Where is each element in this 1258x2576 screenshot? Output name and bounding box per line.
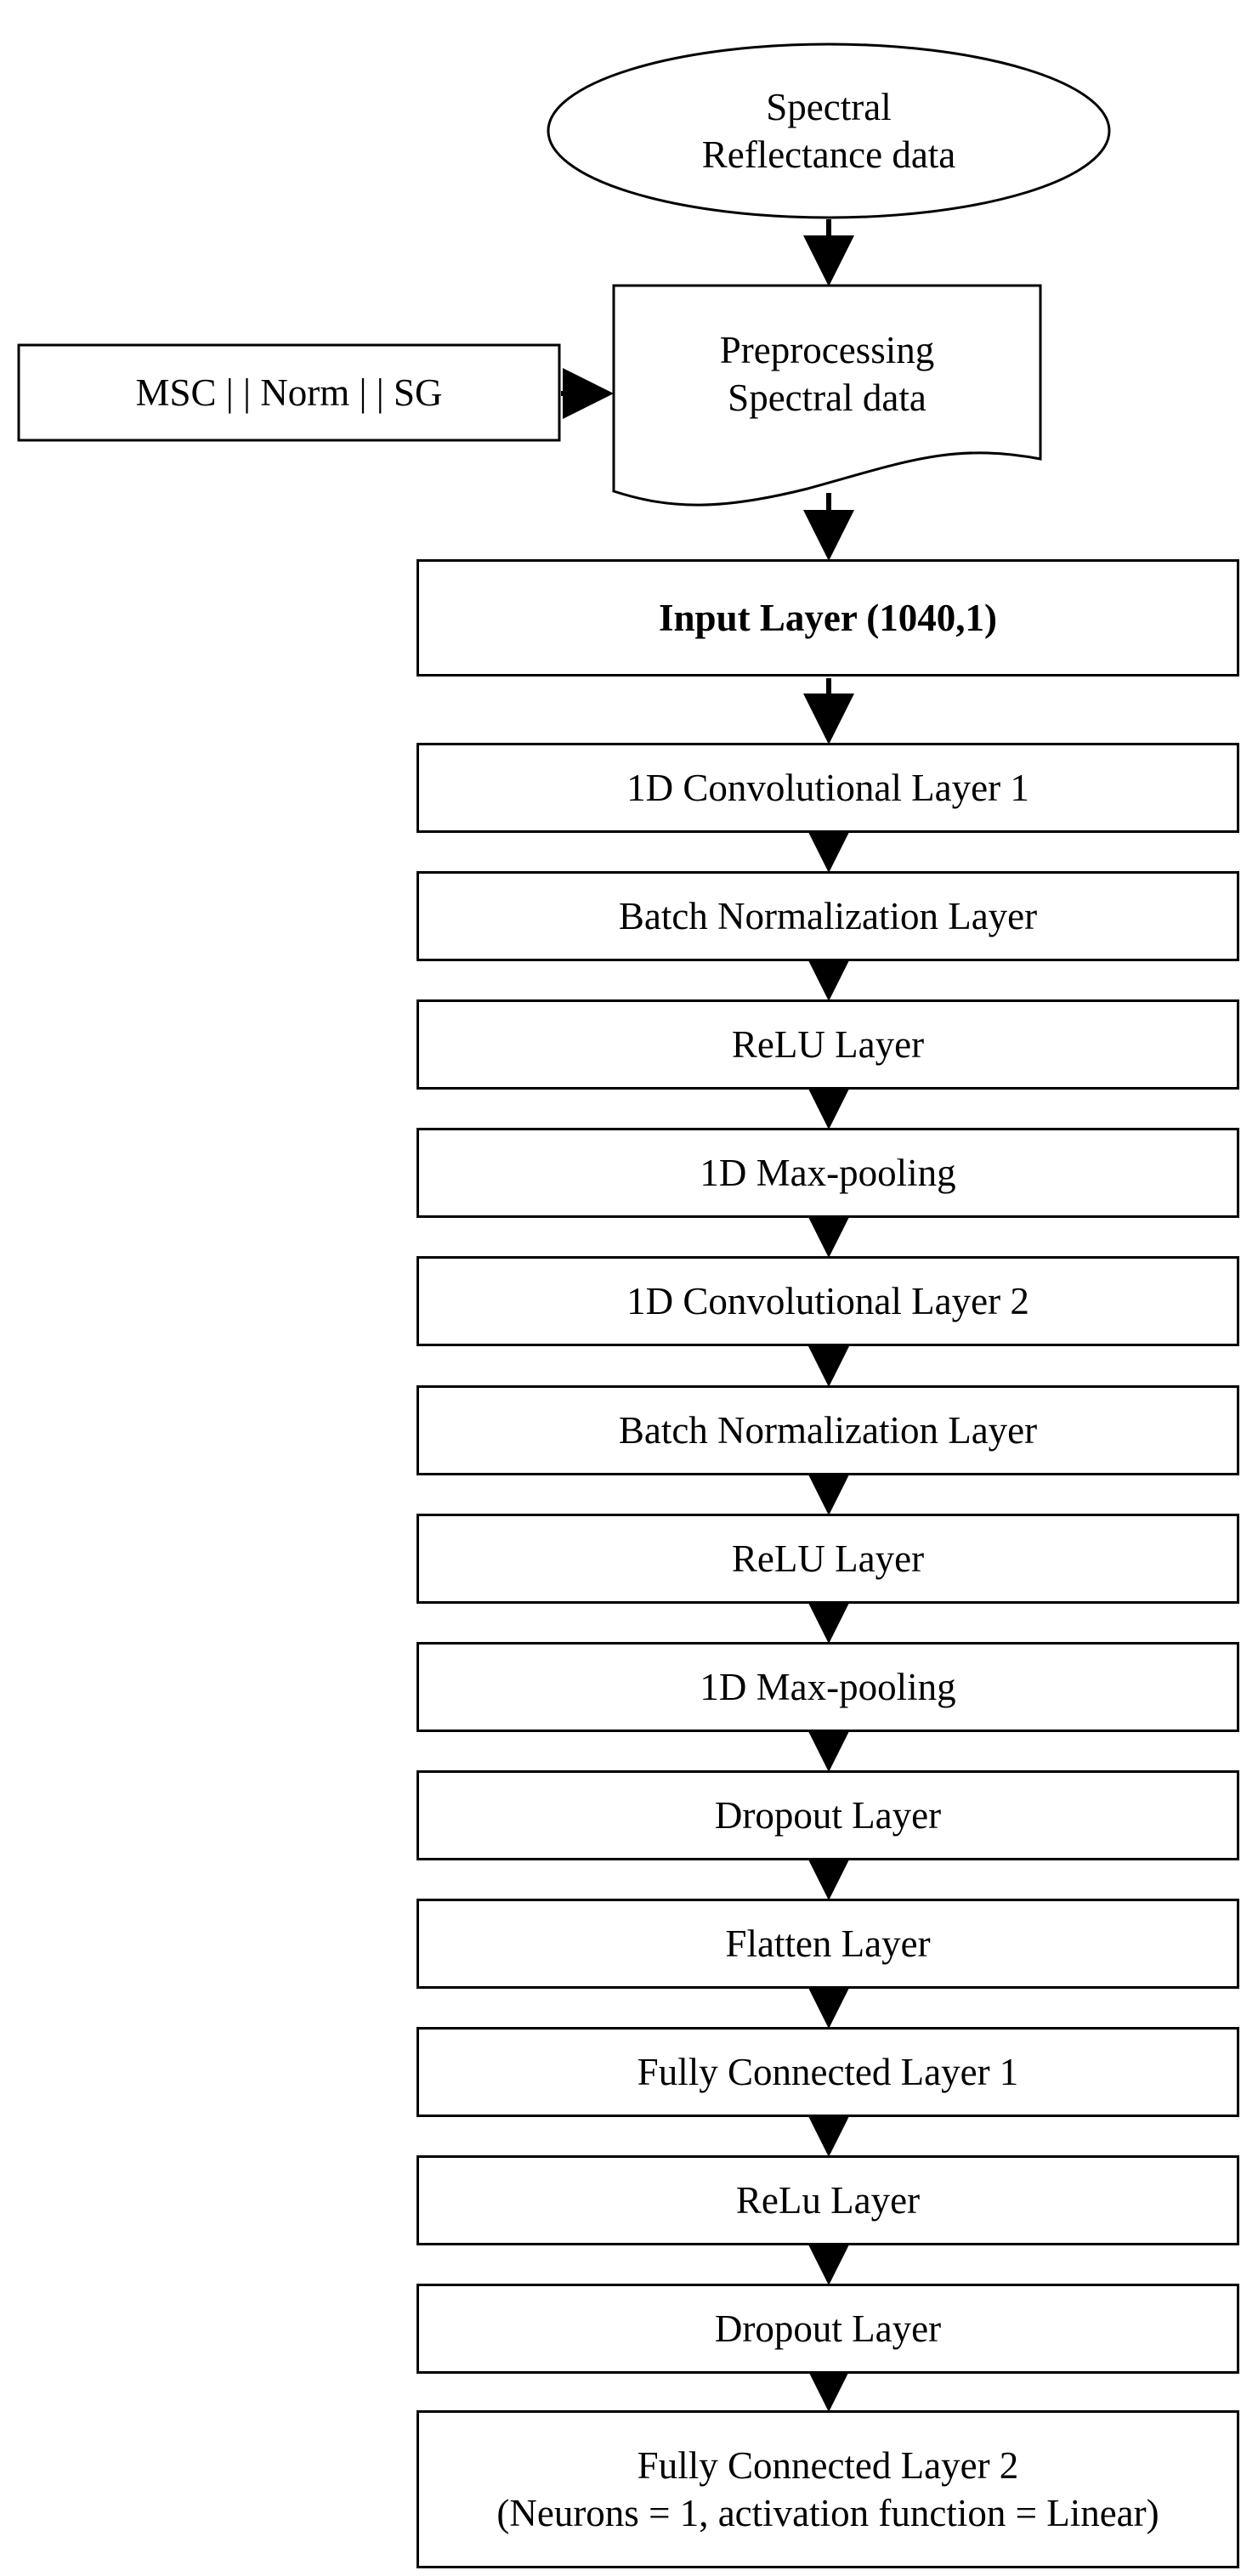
layer-box: 1D Max-pooling [416, 1642, 1239, 1732]
layer-label: ReLU Layer [731, 1537, 925, 1580]
layer-label: 1D Convolutional Layer 1 [626, 766, 1029, 809]
side-input-node: MSC | | Norm | | SG [19, 345, 559, 440]
layer-box: ReLu Layer [416, 2155, 1239, 2245]
preprocess-line2: Spectral data [728, 376, 926, 419]
layer-label: ReLU Layer [731, 1022, 925, 1066]
layer-box: Flatten Layer [416, 1899, 1239, 1989]
start-node: Spectral Reflectance data [548, 44, 1109, 218]
layer-label: Fully Connected Layer 1 [637, 2050, 1019, 2093]
output-layer-box: Fully Connected Layer 2 (Neurons = 1, ac… [416, 2410, 1239, 2568]
layer-box: Dropout Layer [416, 1770, 1239, 1860]
layer-label: 1D Max-pooling [700, 1151, 956, 1194]
layer-label: Batch Normalization Layer [618, 1408, 1038, 1452]
side-input-label: MSC | | Norm | | SG [135, 371, 443, 414]
output-line1: Fully Connected Layer 2 [637, 2443, 1019, 2487]
start-ellipse [547, 42, 1111, 219]
layer-label: 1D Max-pooling [700, 1665, 956, 1708]
output-line2: (Neurons = 1, activation function = Line… [496, 2492, 1159, 2534]
layer-label: Batch Normalization Layer [618, 894, 1038, 937]
layer-box: Batch Normalization Layer [416, 1385, 1239, 1475]
layer-label: 1D Convolutional Layer 2 [626, 1279, 1029, 1322]
layer-box: 1D Max-pooling [416, 1128, 1239, 1218]
layer-label: Dropout Layer [714, 2307, 942, 2350]
layer-box: ReLU Layer [416, 1514, 1239, 1604]
preprocess-node: Preprocessing Spectral data [614, 314, 1040, 433]
side-input-box [17, 343, 561, 442]
preprocess-document-shape [612, 284, 1042, 507]
layer-box: Fully Connected Layer 1 [416, 2027, 1239, 2117]
layer-label: ReLu Layer [735, 2178, 921, 2222]
layer-box: 1D Convolutional Layer 2 [416, 1256, 1239, 1346]
layer-label: Dropout Layer [714, 1793, 942, 1837]
layer-label: Flatten Layer [725, 1922, 931, 1965]
layer-box: Dropout Layer [416, 2284, 1239, 2374]
preprocess-line1: Preprocessing [719, 328, 935, 371]
start-line1: Spectral [766, 85, 892, 128]
layer-box: ReLU Layer [416, 999, 1239, 1090]
input-layer-box: Input Layer (1040,1) [416, 559, 1239, 677]
layer-box: Batch Normalization Layer [416, 871, 1239, 961]
input-layer-label: Input Layer (1040,1) [659, 596, 997, 639]
start-line2: Reflectance data [701, 133, 956, 176]
layer-box: 1D Convolutional Layer 1 [416, 743, 1239, 833]
